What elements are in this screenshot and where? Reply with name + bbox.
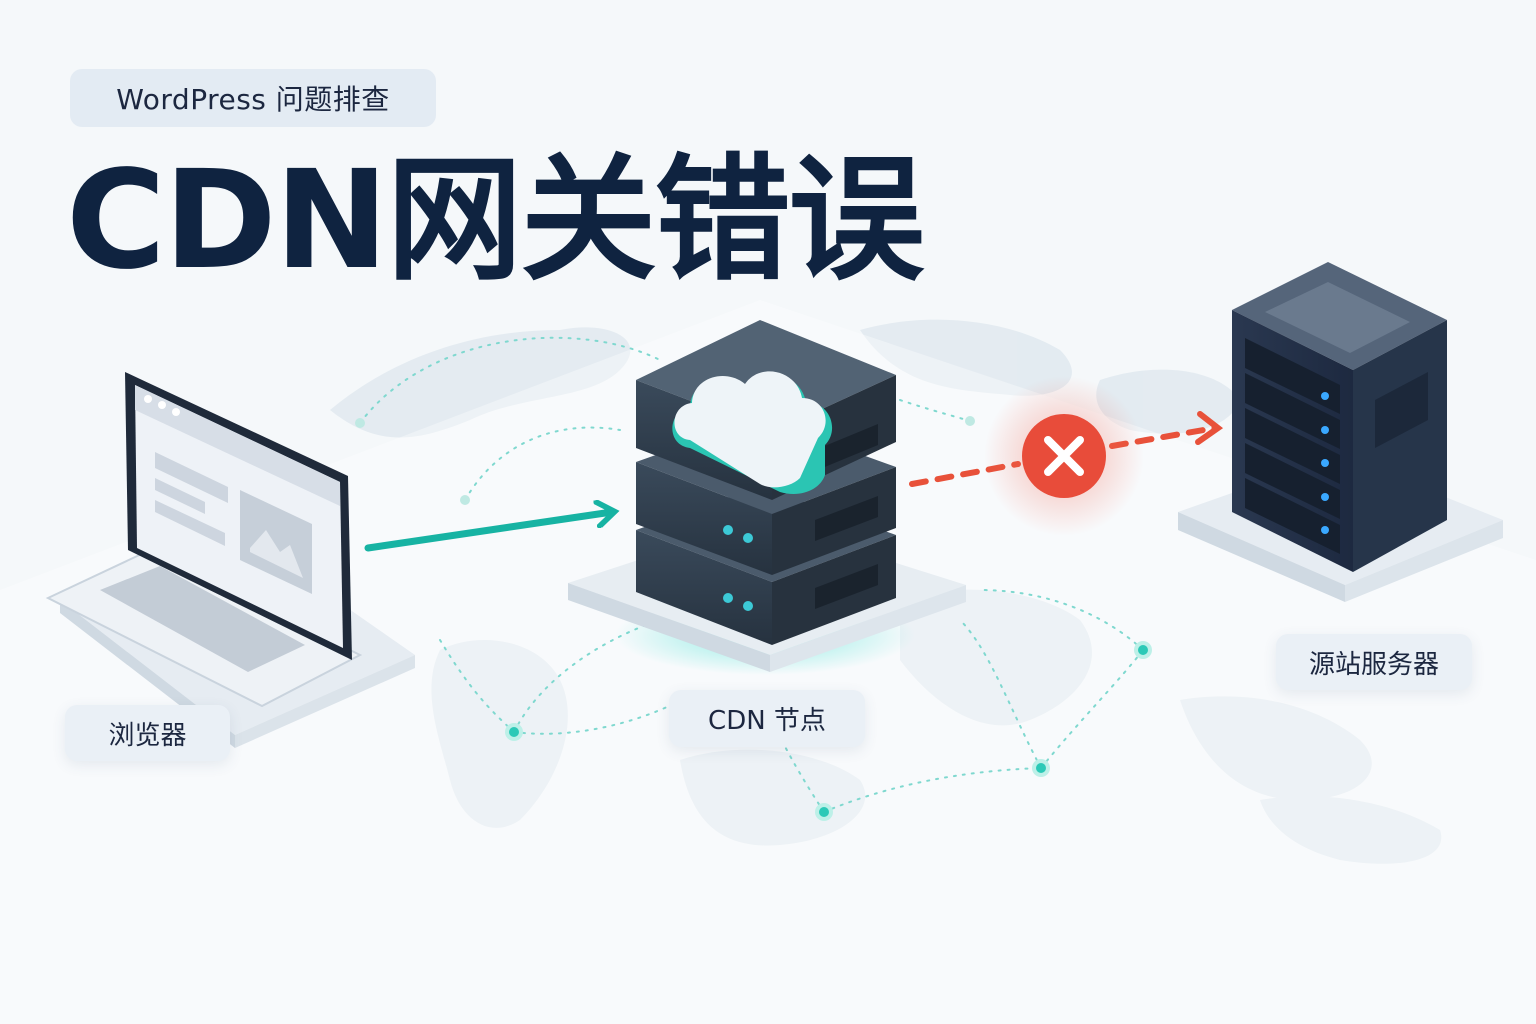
laptop-icon [45,372,415,748]
page-title: CDN网关错误 [66,142,925,300]
origin-server-label: 源站服务器 [1276,634,1472,690]
cloud-server-stack-icon [568,320,966,675]
network-nodes [355,416,1152,821]
world-map-background [330,319,1442,864]
server-tower-icon [1178,262,1503,602]
topic-tag: WordPress 问题排查 [70,69,436,127]
cloud-icon [672,371,833,495]
cdn-node-label: CDN 节点 [669,690,865,747]
x-circle-icon [984,376,1144,536]
connection-ok-arrow [364,512,612,552]
browser-label: 浏览器 [65,705,230,761]
